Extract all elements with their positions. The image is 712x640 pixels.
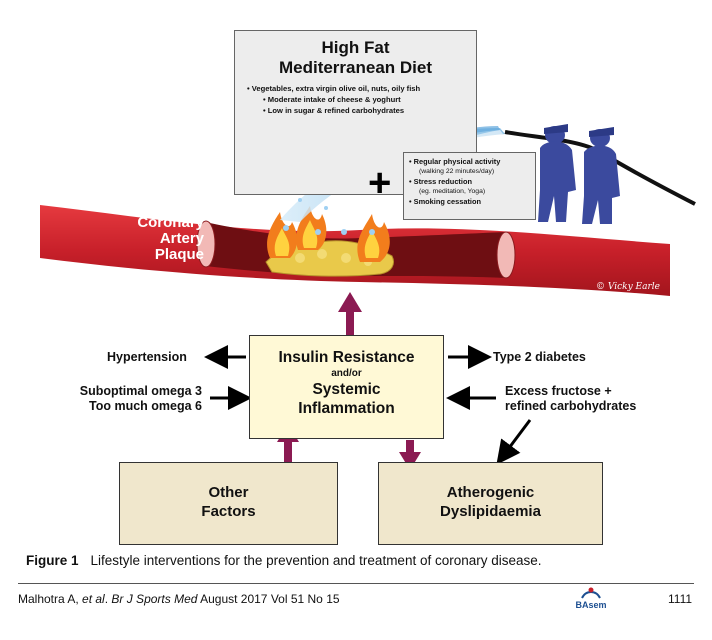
ir-connector: and/or (331, 368, 362, 379)
atherogenic-dyslipidaemia-box: Atherogenic Dyslipidaemia (378, 462, 603, 545)
omega-label: Suboptimal omega 3 Too much omega 6 (64, 384, 202, 414)
diet-item: Low in sugar & refined carbohydrates (247, 105, 476, 116)
diabetes-label: Type 2 diabetes (493, 350, 586, 364)
other-factors-box: Other Factors (119, 462, 338, 545)
other-factors-line1: Other (208, 484, 249, 501)
diet-item: Vegetables, extra virgin olive oil, nuts… (247, 83, 476, 94)
diet-title: High Fat Mediterranean Diet (235, 38, 476, 78)
plaque-label-line2: Artery (159, 230, 204, 247)
diet-item: Moderate intake of cheese & yoghurt (247, 94, 476, 105)
citation-issue: August 2017 Vol 51 No 15 (197, 592, 340, 606)
plus-symbol: + (368, 161, 392, 205)
atherogenic-line1: Atherogenic (446, 484, 535, 501)
other-factors-line2: Factors (201, 503, 256, 520)
fructose-line2: refined carbohydrates (505, 399, 637, 413)
citation-journal: Br J Sports Med (111, 592, 198, 606)
caption-text: Lifestyle interventions for the preventi… (90, 553, 542, 568)
activity-sub: (eg. meditation, Yoga) (419, 188, 486, 195)
diet-title-line2: Mediterranean Diet (278, 58, 433, 77)
activity-item: Stress reduction (409, 177, 532, 187)
omega-line2: Too much omega 6 (89, 399, 202, 413)
basem-logo: BAsem (568, 586, 614, 616)
ir-line3: Inflammation (298, 400, 395, 417)
insulin-resistance-box: Insulin Resistance and/or Systemic Infla… (249, 335, 444, 439)
ir-line1: Insulin Resistance (278, 349, 415, 366)
atherogenic-line2: Dyslipidaemia (440, 503, 541, 520)
page-number: 1111 (668, 592, 693, 606)
omega-line1: Suboptimal omega 3 (79, 384, 202, 398)
plaque-label: Coronary Artery Plaque (94, 215, 204, 263)
diet-title-line1: High Fat (321, 38, 390, 57)
citation: Malhotra A, et al. Br J Sports Med Augus… (18, 592, 340, 606)
black-arrows (204, 345, 532, 465)
hypertension-label: Hypertension (107, 350, 187, 364)
arrow-ir-to-plaque (338, 292, 362, 338)
figure-caption: Figure 1 Lifestyle interventions for the … (26, 553, 542, 568)
artery-cut-end-right (496, 231, 516, 279)
artist-signature: © Vicky Earle (596, 282, 660, 292)
basem-logo-mark (581, 587, 601, 599)
arrow-ir-to-athero (399, 440, 421, 470)
arrow-fructose-to-athero (496, 419, 532, 465)
fructose-line1: Excess fructose + (505, 384, 612, 398)
basem-logo-text: BAsem (575, 600, 607, 610)
citation-separator: . (104, 592, 112, 606)
citation-etal: et al (82, 592, 105, 606)
activity-item: Smoking cessation (409, 197, 532, 207)
ir-line2: Systemic (312, 381, 381, 398)
footer-divider (18, 583, 694, 584)
artery-cut-end-left (196, 220, 216, 268)
citation-authors: Malhotra A, (18, 592, 83, 606)
activity-item: Regular physical activity (409, 157, 532, 167)
plaque-label-line3: Plaque (154, 246, 204, 263)
fructose-label: Excess fructose + refined carbohydrates (505, 384, 636, 414)
diet-list: Vegetables, extra virgin olive oil, nuts… (235, 83, 476, 116)
firefighters-illustration (504, 124, 696, 224)
lifestyle-box: Regular physical activity (walking 22 mi… (403, 152, 536, 220)
caption-label: Figure 1 (26, 553, 79, 568)
plaque-label-line1: Coronary (137, 214, 204, 231)
activity-sub: (walking 22 minutes/day) (419, 168, 495, 175)
